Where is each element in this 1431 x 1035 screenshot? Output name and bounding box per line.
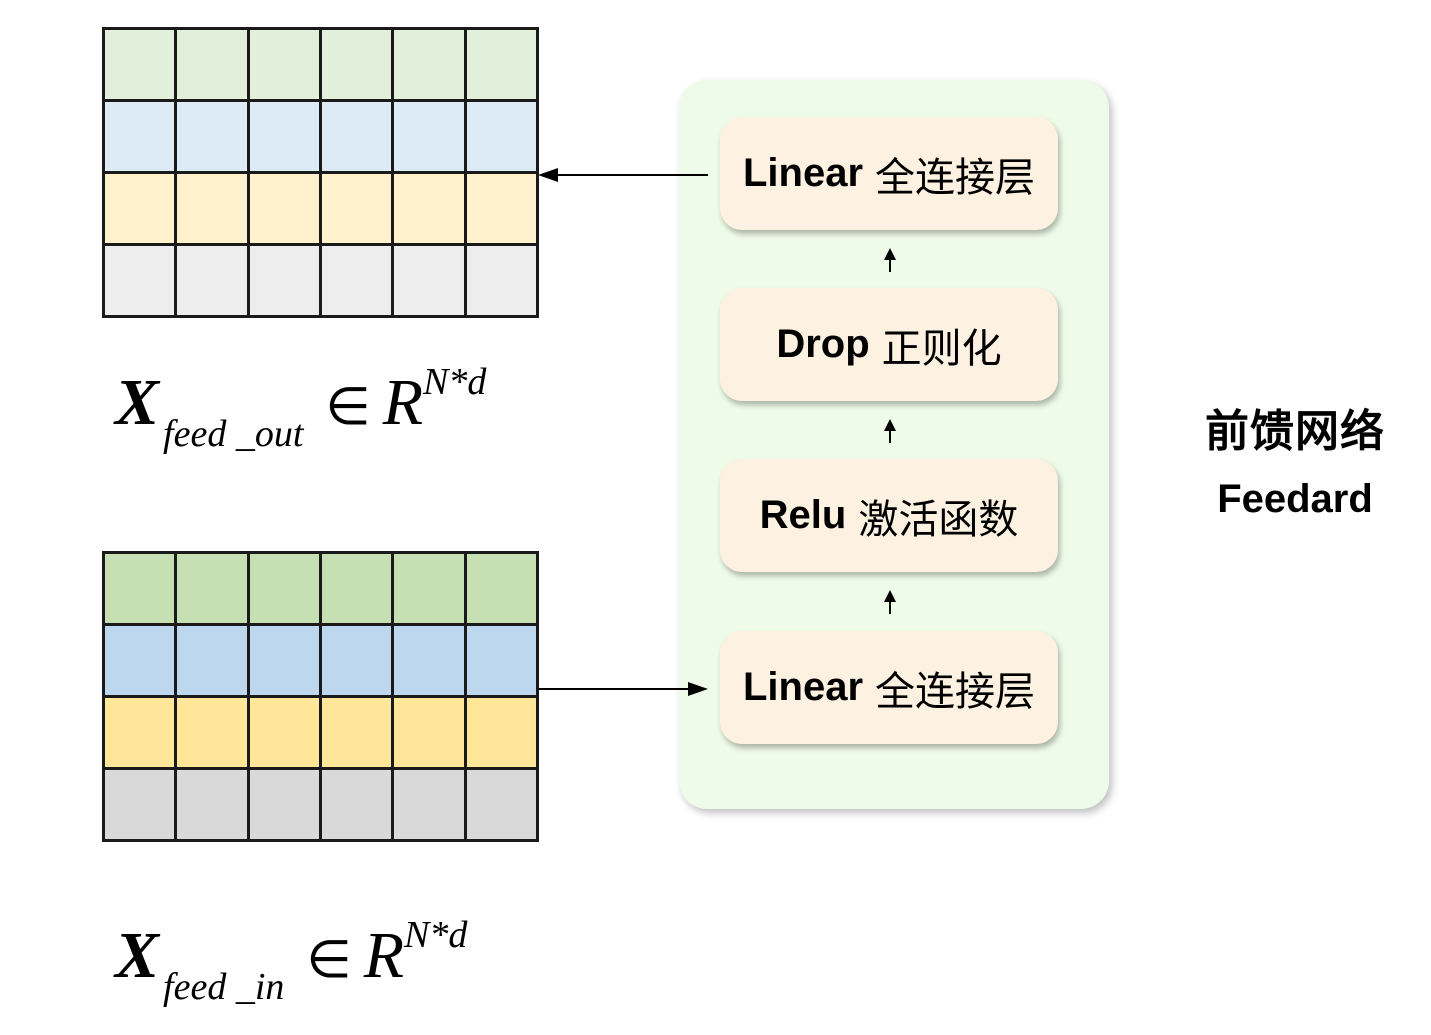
layer-name: Relu xyxy=(759,493,847,537)
matrix-cell xyxy=(318,767,395,842)
matrix-row xyxy=(101,27,540,102)
layer-name: Linear xyxy=(742,665,864,709)
matrix-cell xyxy=(318,27,395,102)
matrix-cell xyxy=(391,243,467,318)
matrix-row xyxy=(101,171,540,246)
matrix-cell xyxy=(463,551,540,626)
matrix-cell xyxy=(174,243,250,318)
layer-name: Linear xyxy=(742,151,864,195)
matrix-cell xyxy=(391,27,467,102)
layer-name: Drop xyxy=(776,322,870,366)
matrix-cell xyxy=(318,171,395,246)
matrix-cell xyxy=(246,243,322,318)
matrix-cell xyxy=(174,551,250,626)
matrix-cell xyxy=(101,171,178,246)
layer-desc: 全连接层 xyxy=(875,669,1036,714)
matrix-cell xyxy=(101,767,178,842)
matrix-cell xyxy=(463,171,540,246)
matrix-cell xyxy=(318,551,395,626)
matrix-cell xyxy=(246,623,322,698)
matrix-cell xyxy=(463,767,540,842)
formula-symbol: X xyxy=(115,919,160,992)
matrix-row xyxy=(101,551,540,626)
matrix-cell xyxy=(101,27,178,102)
matrix-cell xyxy=(463,243,540,318)
matrix-cell xyxy=(391,99,467,174)
input-matrix xyxy=(101,551,540,842)
output-matrix xyxy=(101,27,540,318)
up-arrow-icon xyxy=(884,248,896,272)
matrix-cell xyxy=(246,767,322,842)
matrix-cell xyxy=(391,623,467,698)
matrix-cell xyxy=(463,623,540,698)
formula-superscript: N*d xyxy=(423,361,487,403)
matrix-cell xyxy=(246,695,322,770)
input-connector-arrow xyxy=(538,682,708,696)
formula-superscript: N*d xyxy=(404,914,468,956)
matrix-cell xyxy=(463,27,540,102)
matrix-cell xyxy=(391,171,467,246)
matrix-cell xyxy=(318,243,395,318)
matrix-cell xyxy=(246,171,322,246)
matrix-cell xyxy=(174,27,250,102)
matrix-cell xyxy=(246,551,322,626)
label-chinese: 前馈网络 xyxy=(1205,407,1385,456)
feedforward-label: 前馈网络 Feedard xyxy=(1190,395,1400,522)
matrix-cell xyxy=(101,99,178,174)
matrix-cell xyxy=(174,99,250,174)
matrix-cell xyxy=(101,695,178,770)
label-english: Feedard xyxy=(1217,477,1373,521)
formula-space: R xyxy=(363,919,405,992)
formula-symbol: X xyxy=(115,366,160,439)
matrix-cell xyxy=(101,243,178,318)
matrix-row xyxy=(101,695,540,770)
formula-relation: ∈ xyxy=(325,379,371,436)
formula-space: R xyxy=(382,366,424,439)
matrix-cell xyxy=(391,695,467,770)
formula-relation: ∈ xyxy=(306,932,352,989)
matrix-cell xyxy=(318,623,395,698)
matrix-cell xyxy=(174,767,250,842)
up-arrow-icon xyxy=(884,590,896,614)
matrix-row xyxy=(101,99,540,174)
matrix-cell xyxy=(101,623,178,698)
matrix-cell xyxy=(463,695,540,770)
output-connector-arrow xyxy=(538,168,708,182)
matrix-row xyxy=(101,767,540,842)
up-arrow-icon xyxy=(884,419,896,443)
layer-desc: 正则化 xyxy=(881,326,1002,371)
matrix-cell xyxy=(391,767,467,842)
formula-subscript: feed _in xyxy=(163,966,285,1008)
matrix-row xyxy=(101,623,540,698)
layer-desc: 全连接层 xyxy=(875,155,1036,200)
matrix-cell xyxy=(101,551,178,626)
matrix-cell xyxy=(246,99,322,174)
matrix-cell xyxy=(318,695,395,770)
matrix-cell xyxy=(174,171,250,246)
matrix-cell xyxy=(174,623,250,698)
matrix-cell xyxy=(391,551,467,626)
matrix-cell xyxy=(463,99,540,174)
formula-subscript: feed _out xyxy=(163,413,304,455)
matrix-cell xyxy=(174,695,250,770)
layer-desc: 激活函数 xyxy=(858,497,1019,542)
matrix-row xyxy=(101,243,540,318)
matrix-cell xyxy=(318,99,395,174)
matrix-cell xyxy=(246,27,322,102)
